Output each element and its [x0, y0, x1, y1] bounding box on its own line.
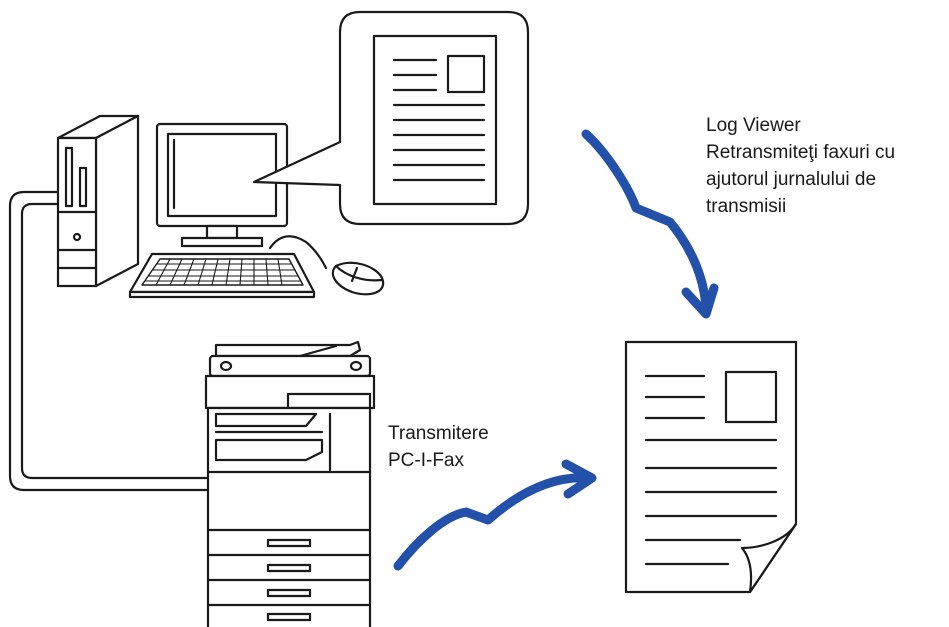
- log-viewer-line: ajutorul jurnalului de: [706, 169, 877, 190]
- pc-fax-label: Transmitere PC-I-Fax: [388, 420, 489, 474]
- computer-tower-icon: [56, 114, 140, 288]
- arrow-icon: [581, 129, 719, 319]
- pc-fax-line: PC-I-Fax: [388, 450, 464, 471]
- multifunction-printer-icon: [204, 340, 376, 627]
- log-viewer-title: Log Viewer: [706, 115, 801, 136]
- network-cable: [8, 190, 214, 492]
- log-viewer-label: Log Viewer Retransmiteţi faxuri cu ajuto…: [706, 112, 895, 220]
- keyboard-icon: [128, 252, 316, 299]
- arrow-icon: [393, 459, 597, 571]
- mouse-icon: [268, 235, 385, 296]
- document-icon: [624, 340, 798, 594]
- bubble-document-icon: [372, 34, 498, 206]
- monitor-icon: [155, 122, 289, 248]
- log-viewer-line: Retransmiteţi faxuri cu: [706, 142, 896, 163]
- pc-fax-line: Transmitere: [388, 423, 489, 444]
- log-viewer-line: transmisii: [706, 196, 787, 217]
